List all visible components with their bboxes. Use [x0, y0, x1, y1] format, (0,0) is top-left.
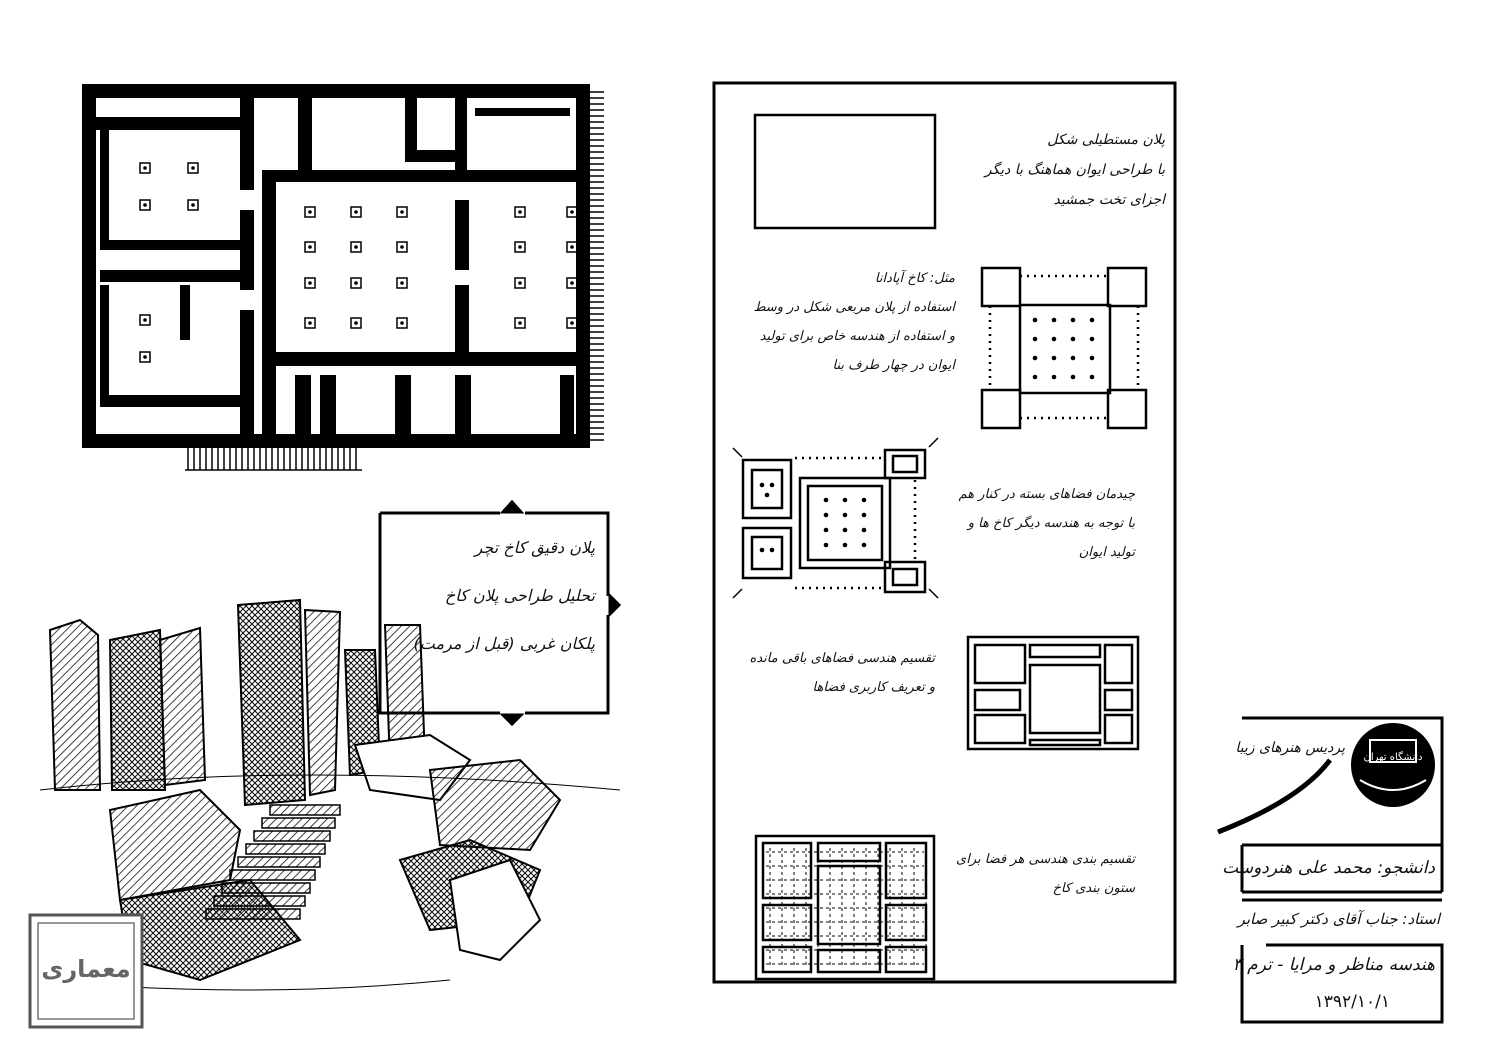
student-name: دانشجو: محمد علی هنردوست: [1222, 858, 1435, 878]
column-marker: [187, 162, 199, 174]
column-marker: [566, 277, 578, 289]
geometric-division-diagram: [966, 635, 1140, 751]
apadana-plan-diagram: [980, 266, 1148, 430]
note-remaining-spaces: تقسیم هندسی فضاهای باقی مانده و تعریف کا…: [745, 652, 935, 710]
column-marker: [139, 314, 151, 326]
column-dot: [1089, 317, 1095, 323]
note-apadana: مثل: کاخ آپادانا استفاده از پلان مربعی ش…: [735, 272, 955, 388]
column-marker: [566, 317, 578, 329]
note-line: پلان مستطیلی شکل: [1047, 132, 1165, 148]
university-logo-text: دانشگاه تهران: [1363, 752, 1423, 763]
column-marker: [304, 317, 316, 329]
column-grid: [139, 162, 578, 363]
university-logo: [1351, 723, 1435, 807]
note-line: با توجه به هندسه دیگر کاخ ها و: [967, 516, 1135, 531]
column-marker: [139, 162, 151, 174]
title-block-frame: [1217, 716, 1444, 1024]
caption-frame: [378, 499, 622, 727]
column-marker: [350, 317, 362, 329]
column-dot: [1032, 355, 1038, 361]
note-line: اجزای تخت جمشید: [1053, 192, 1165, 208]
note-line: ایوان در چهار طرف بنا: [832, 358, 955, 373]
column-marker: [139, 199, 151, 211]
column-marker: [396, 206, 408, 218]
column-marker: [566, 241, 578, 253]
watermark-logo: [28, 913, 144, 1029]
stairs: [185, 91, 604, 471]
caption-line: پلان دقیق کاخ تچر: [474, 538, 595, 557]
column-dot: [1070, 374, 1076, 380]
column-dot: [1051, 374, 1057, 380]
column-marker: [187, 199, 199, 211]
column-marker: [304, 277, 316, 289]
note-line: استفاده از پلان مربعی شکل در وسط: [753, 300, 955, 315]
column-dot: [1032, 317, 1038, 323]
column-marker: [396, 277, 408, 289]
note-line: با طراحی ایوان هماهنگ با دیگر: [984, 162, 1165, 178]
column-dot: [1051, 317, 1057, 323]
column-marker: [396, 317, 408, 329]
note-rectangular-plan: پلان مستطیلی شکل با طراحی ایوان هماهنگ ب…: [985, 133, 1165, 223]
column-dot: [1089, 355, 1095, 361]
column-dot: [1032, 374, 1038, 380]
note-line: و استفاده از هندسه خاص برای تولید: [759, 329, 955, 344]
column-division-diagram: [754, 834, 936, 981]
note-line: تولید ایوان: [1078, 545, 1135, 560]
column-marker: [514, 206, 526, 218]
column-marker: [396, 241, 408, 253]
staircase-steps: [205, 804, 341, 920]
column-marker: [566, 206, 578, 218]
faculty-name: پردیس هنرهای زیبا: [1235, 740, 1345, 756]
note-line: تقسیم هندسی فضاهای باقی مانده: [749, 651, 935, 666]
caption-line: پلکان غربی (قبل از مرمت): [413, 634, 595, 653]
column-dot: [1089, 336, 1095, 342]
plan-caption-text: پلان دقیق کاخ تچر تحلیل طراحی پلان کاخ پ…: [395, 540, 595, 668]
column-dot: [1051, 336, 1057, 342]
ruins-sketch: [29, 598, 621, 991]
caption-line: تحلیل طراحی پلان کاخ: [444, 586, 595, 605]
watermark-text: معماری: [41, 955, 131, 983]
column-marker: [514, 277, 526, 289]
note-line: ستون بندی کاخ: [1052, 881, 1135, 896]
column-dot: [1070, 336, 1076, 342]
note-column-division: تقسیم بندی هندسی هر فضا برای ستون بندی ک…: [950, 853, 1135, 911]
column-dot: [1070, 355, 1076, 361]
rectangular-plan-diagram: [753, 113, 937, 230]
note-line: چیدمان فضاهای بسته در کنار هم: [958, 487, 1135, 502]
palace-floor-plan: [82, 84, 604, 471]
column-marker: [350, 241, 362, 253]
column-marker: [139, 351, 151, 363]
professor-name: استاد: جناب آقای دکتر کبیر صابر: [1237, 910, 1440, 928]
column-marker: [514, 241, 526, 253]
note-line: تقسیم بندی هندسی هر فضا برای: [956, 852, 1135, 867]
column-dot: [1070, 317, 1076, 323]
course-name: هندسه مناظر و مرایا - ترم ۳: [1232, 955, 1435, 975]
analysis-panel-frame: [712, 81, 1177, 984]
closed-spaces-diagram: [732, 437, 939, 599]
column-marker: [514, 317, 526, 329]
column-marker: [304, 206, 316, 218]
column-dot: [1051, 355, 1057, 361]
column-marker: [350, 277, 362, 289]
note-line: و تعریف کاربری فضاها: [812, 680, 935, 695]
date: ۱۳۹۲/۱۰/۱: [1314, 992, 1390, 1012]
note-line: مثل: کاخ آپادانا: [874, 271, 955, 286]
column-dot: [1032, 336, 1038, 342]
note-closed-spaces: چیدمان فضاهای بسته در کنار هم با توجه به…: [945, 488, 1135, 575]
column-marker: [350, 206, 362, 218]
column-dot: [1089, 374, 1095, 380]
column-marker: [304, 241, 316, 253]
